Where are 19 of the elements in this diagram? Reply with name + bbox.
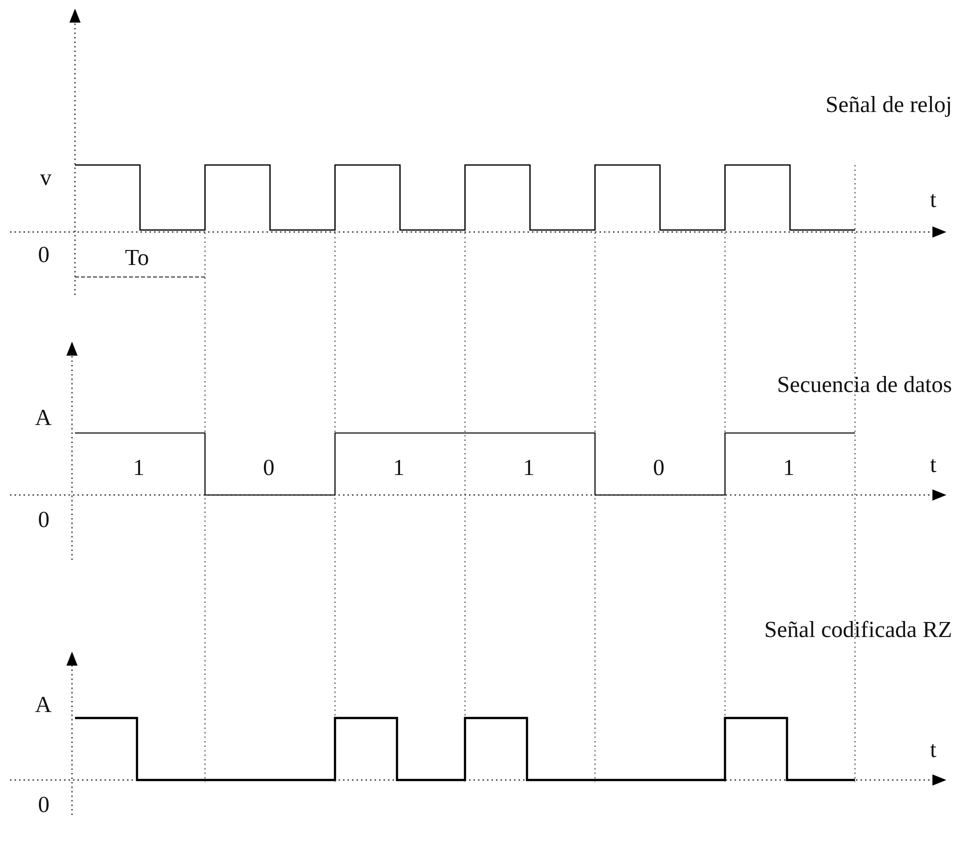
bit-label: 1 (783, 455, 794, 481)
bit-label: 1 (523, 455, 534, 481)
axis-label: A (35, 692, 52, 718)
axis-label: v (40, 165, 52, 191)
bit-label: 0 (263, 455, 274, 481)
bit-label: 1 (133, 455, 144, 481)
signal-title: Secuencia de datos (777, 372, 952, 398)
bit-label: 0 (653, 455, 664, 481)
dimension-label: To (125, 245, 149, 271)
axis-label: t (930, 187, 936, 213)
axis-label: t (930, 452, 936, 478)
bit-label: 1 (393, 455, 404, 481)
axis-label: A (35, 405, 52, 431)
axis-label: 0 (38, 507, 50, 533)
axis-label: t (930, 737, 936, 763)
signal-title: Señal de reloj (826, 92, 952, 118)
axis-label: 0 (38, 242, 50, 268)
signal-title: Señal codificada RZ (764, 617, 952, 643)
axis-label: 0 (38, 792, 50, 818)
